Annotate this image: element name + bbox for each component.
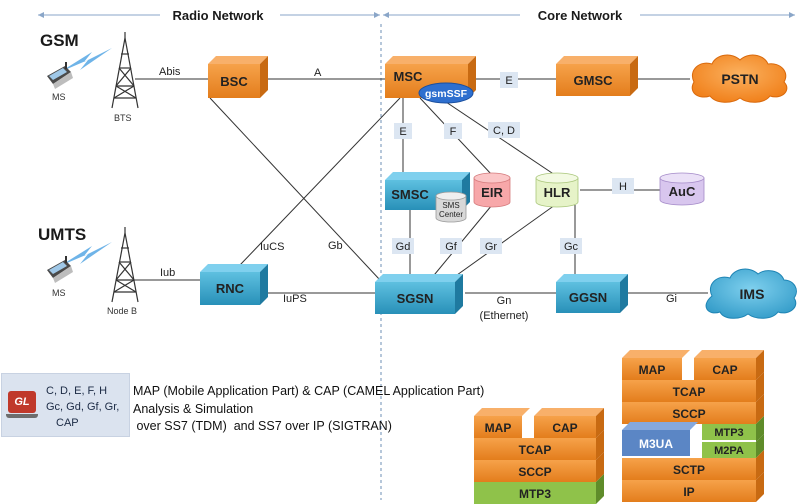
gl-laptop-icon: GL [6,391,38,418]
sgsn-node: SGSN [375,274,463,314]
bts-tower-icon [111,32,139,109]
auc-node: AuC [659,172,705,206]
tdm-tcap-label: TCAP [519,443,552,457]
e-left-label: E [399,126,406,138]
ms-umts-label: MS [52,288,66,298]
smsc-label: SMSC [391,187,429,202]
h-label: H [619,181,627,193]
hlr-label: HLR [544,185,571,200]
legend-line-1: C, D, E, F, H [46,385,108,397]
gmsc-node: GMSC [556,56,638,96]
sms-center-node: SMS Center [435,191,467,223]
cd-label: C, D [493,125,515,137]
rnc-node: RNC [200,264,268,305]
gf-label: Gf [445,241,458,253]
bsc-node: BSC [208,56,268,98]
ip-sctp-label: SCTP [673,463,705,477]
core-network-label: Core Network [538,8,623,23]
gmsc-label: GMSC [574,73,614,88]
f-label: F [450,126,457,138]
ip-protocol-stack: MAP CAP TCAP SCCP M3UA MTP3 M2PA SCTP IP [622,350,764,502]
gsm-label: GSM [40,31,79,50]
sms-center-label-2: Center [439,210,463,219]
nodeb-tower-icon [111,227,139,303]
connections [130,78,708,294]
tdm-cap-label: CAP [552,421,577,435]
gn-label: Gn [497,295,512,307]
gsm-wireless-icon [60,48,112,72]
bsc-label: BSC [220,74,248,89]
iub-label: Iub [160,267,175,279]
ip-map-label: MAP [639,363,666,377]
pstn-label: PSTN [721,71,758,87]
ms-gsm-label: MS [52,92,66,102]
sms-center-label-1: SMS [442,201,459,210]
interface-legend: GL C, D, E, F, H Gc, Gd, Gf, Gr, CAP [1,373,130,437]
description-line-2: Analysis & Simulation [133,402,254,416]
ip-sccp-label: SCCP [672,407,705,421]
auc-label: AuC [669,184,696,199]
hlr-node: HLR [535,172,579,208]
umts-wireless-icon [60,242,112,266]
ip-cap-label: CAP [712,363,737,377]
eir-node: EIR [473,172,511,208]
gc-label: Gc [564,241,579,253]
ip-m3ua-label: M3UA [639,437,673,451]
ethernet-label: (Ethernet) [480,310,529,322]
gsmssf-label: gsmSSF [425,88,468,100]
ip-m2pa-label: M2PA [714,445,744,457]
iups-label: IuPS [283,293,307,305]
sgsn-label: SGSN [397,291,434,306]
abis-label: Abis [159,66,181,78]
gi-label: Gi [666,293,677,305]
iucs-label: IuCS [260,241,284,253]
rnc-label: RNC [216,281,245,296]
ggsn-node: GGSN [556,274,628,313]
eir-label: EIR [481,185,503,200]
tdm-mtp3-label: MTP3 [519,487,551,501]
umts-label: UMTS [38,225,86,244]
ggsn-label: GGSN [569,290,607,305]
gsmssf-node: gsmSSF [418,82,474,104]
tdm-protocol-stack: MAP CAP TCAP SCCP MTP3 [474,408,604,504]
tdm-map-label: MAP [485,421,512,435]
legend-line-2: Gc, Gd, Gf, Gr, [46,401,120,413]
msc-label: MSC [394,69,424,84]
a-label: A [314,67,322,79]
ims-cloud: IMS [705,268,797,319]
nodeb-label: Node B [107,306,137,316]
ms-umts-phone-icon [47,256,73,283]
ip-mtp3-label: MTP3 [714,427,743,439]
gr-label: Gr [485,241,498,253]
ip-tcap-label: TCAP [673,385,706,399]
description-line-3: over SS7 (TDM) and SS7 over IP (SIGTRAN) [133,419,392,433]
gb-label: Gb [328,240,343,252]
ims-label: IMS [740,286,765,302]
ip-ip-label: IP [683,485,694,499]
tdm-sccp-label: SCCP [518,465,551,479]
legend-line-3: CAP [56,417,79,429]
e-top-label: E [505,75,512,87]
radio-network-label: Radio Network [172,8,264,23]
description-line-1: MAP (Mobile Application Part) & CAP (CAM… [133,384,485,398]
ms-gsm-phone-icon [47,62,73,89]
pstn-cloud: PSTN [691,54,788,103]
gd-label: Gd [396,241,411,253]
bts-label: BTS [114,113,132,123]
